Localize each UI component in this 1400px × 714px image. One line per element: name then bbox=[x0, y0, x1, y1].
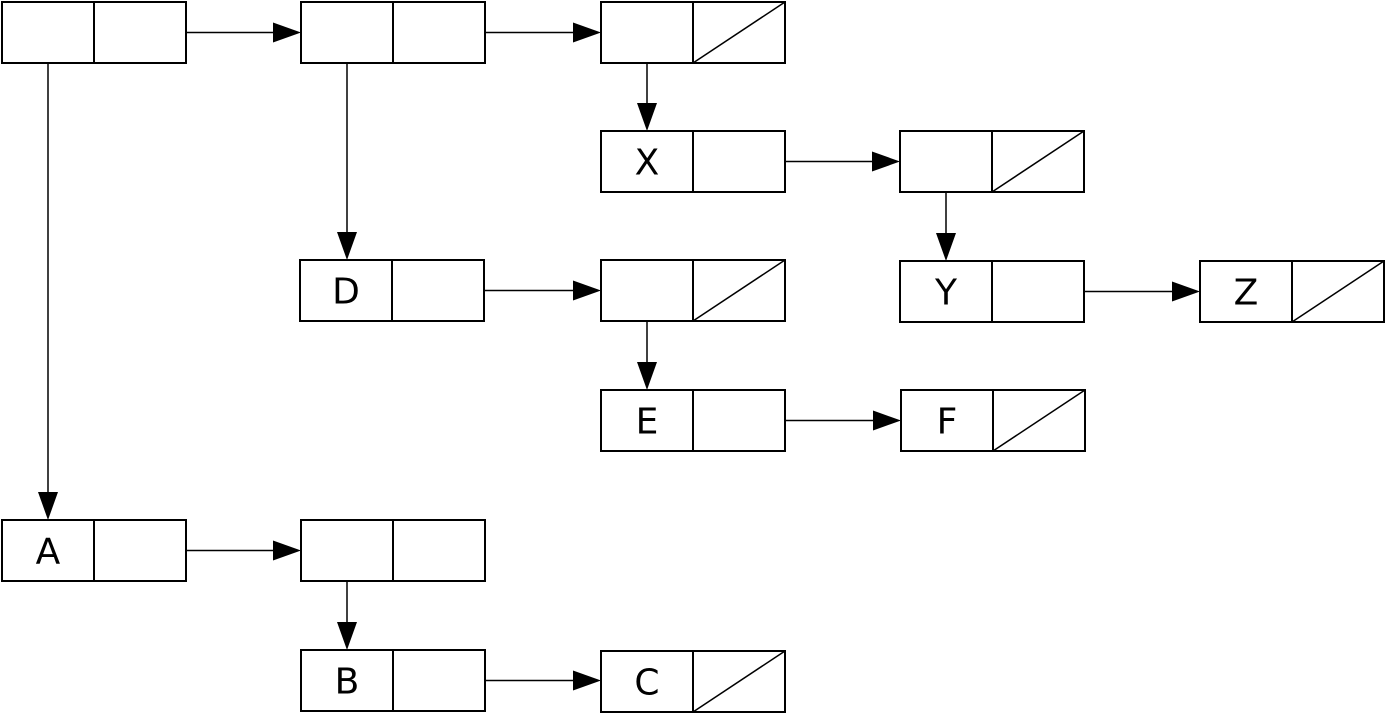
cdr-box bbox=[93, 1, 187, 64]
car-pointer-arrow bbox=[337, 581, 357, 650]
atom-label: D bbox=[332, 272, 360, 313]
arrowhead bbox=[872, 151, 900, 172]
car-box bbox=[600, 1, 694, 64]
atom-label: X bbox=[635, 143, 660, 184]
cons-cell: D bbox=[299, 259, 485, 322]
atom-label: E bbox=[636, 402, 659, 443]
cons-cell bbox=[300, 1, 486, 64]
nil-slash bbox=[992, 389, 1086, 452]
cdr-box bbox=[392, 519, 486, 582]
cons-cell bbox=[899, 130, 1085, 193]
cdr-box bbox=[991, 260, 1085, 323]
cdr-box bbox=[392, 649, 486, 712]
arrowhead bbox=[573, 670, 601, 691]
cdr-pointer-arrow bbox=[484, 280, 601, 301]
cdr-box bbox=[391, 259, 485, 322]
cdr-pointer-arrow bbox=[785, 410, 901, 431]
arrowhead bbox=[573, 22, 601, 43]
car-box bbox=[300, 519, 394, 582]
cons-cell bbox=[1, 1, 187, 64]
cdr-box bbox=[692, 389, 786, 452]
arrowhead bbox=[337, 622, 357, 650]
cdr-pointer-arrow bbox=[186, 540, 301, 561]
cdr-pointer-arrow bbox=[186, 22, 301, 43]
car-box bbox=[1, 1, 95, 64]
nil-slash bbox=[1291, 260, 1385, 323]
arrowhead bbox=[273, 22, 301, 43]
nil-slash bbox=[692, 650, 786, 713]
arrowhead bbox=[936, 233, 956, 261]
cons-cell: F bbox=[900, 389, 1086, 452]
cons-cell: A bbox=[1, 519, 187, 582]
car-box bbox=[1199, 260, 1293, 323]
nil-slash bbox=[692, 259, 786, 322]
cons-cell: C bbox=[600, 650, 786, 713]
cons-cell: Z bbox=[1199, 260, 1385, 323]
cons-cell: X bbox=[600, 130, 786, 193]
car-box bbox=[600, 650, 694, 713]
car-pointer-arrow bbox=[38, 63, 58, 520]
atom-label: A bbox=[36, 532, 61, 573]
arrowhead bbox=[273, 540, 301, 561]
car-box bbox=[300, 1, 394, 64]
cdr-box bbox=[93, 519, 187, 582]
nil-slash bbox=[991, 130, 1085, 193]
cons-cell bbox=[300, 519, 486, 582]
nil-slash bbox=[692, 1, 786, 64]
arrowhead bbox=[637, 103, 657, 131]
atom-label: F bbox=[937, 402, 958, 443]
car-pointer-arrow bbox=[637, 63, 657, 131]
car-pointer-arrow bbox=[936, 192, 956, 261]
cons-cell: B bbox=[300, 649, 486, 712]
arrowhead bbox=[637, 362, 657, 390]
cons-cell bbox=[600, 1, 786, 64]
arrowhead bbox=[1172, 281, 1200, 302]
cdr-pointer-arrow bbox=[485, 670, 601, 691]
cdr-box bbox=[692, 130, 786, 193]
car-pointer-arrow bbox=[337, 63, 357, 260]
arrowhead bbox=[573, 280, 601, 301]
atom-label: C bbox=[634, 663, 659, 704]
cons-cell: Y bbox=[899, 260, 1085, 323]
cons-cell bbox=[600, 259, 786, 322]
edges-layer bbox=[38, 22, 1200, 691]
car-pointer-arrow bbox=[637, 321, 657, 390]
cdr-pointer-arrow bbox=[485, 22, 601, 43]
atom-label: Y bbox=[934, 273, 958, 314]
arrowhead bbox=[873, 410, 901, 431]
atom-label: B bbox=[335, 662, 360, 703]
cons-cell: E bbox=[600, 389, 786, 452]
arrowhead bbox=[337, 232, 357, 260]
arrowhead bbox=[38, 492, 58, 520]
cdr-pointer-arrow bbox=[785, 151, 900, 172]
cdr-box bbox=[392, 1, 486, 64]
car-box bbox=[600, 259, 694, 322]
car-box bbox=[899, 130, 993, 193]
cdr-pointer-arrow bbox=[1084, 281, 1200, 302]
atom-label: Z bbox=[1234, 273, 1259, 314]
car-box bbox=[900, 389, 994, 452]
